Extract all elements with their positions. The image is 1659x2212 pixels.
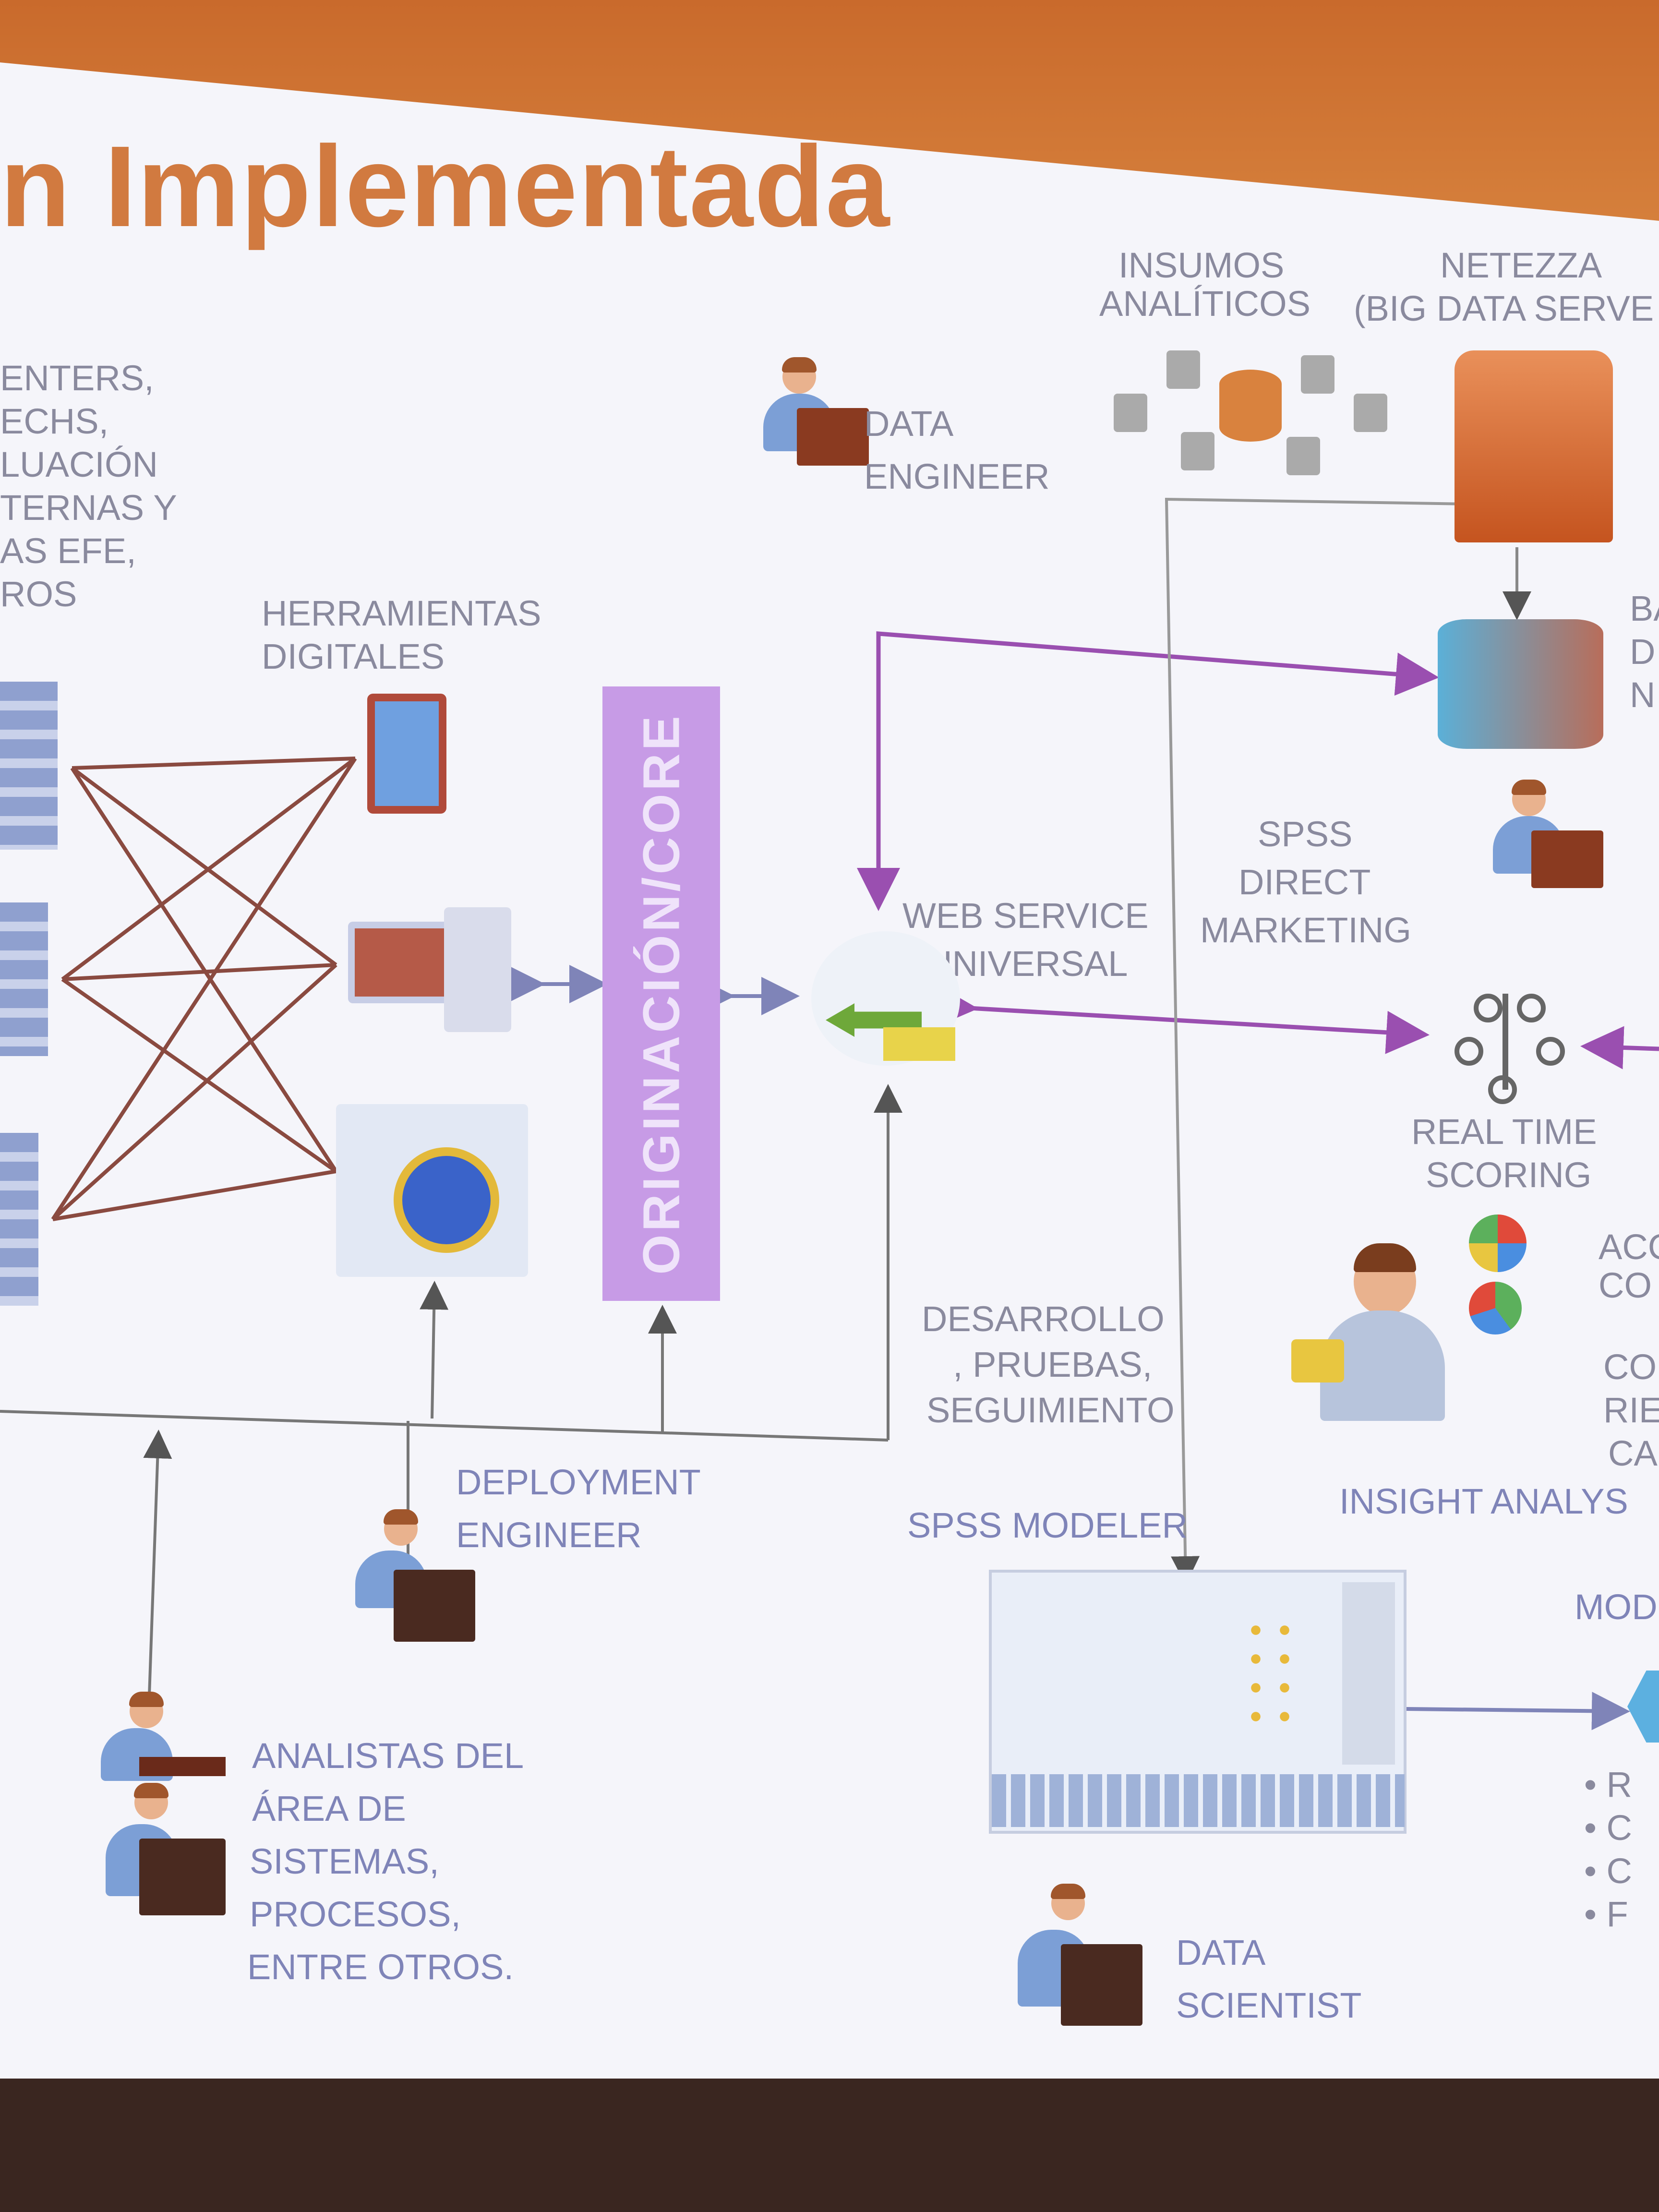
building-icon xyxy=(0,902,48,1056)
spss-direct-label-1: SPSS xyxy=(1258,814,1353,854)
left-list-line-1: ENTERS, xyxy=(0,358,154,398)
insight-analyst-label: INSIGHT ANALYS xyxy=(1339,1481,1628,1521)
insumos-label-2: ANALÍTICOS xyxy=(1099,284,1310,324)
real-time-label-2: SCORING xyxy=(1426,1155,1592,1195)
analista-person-icon xyxy=(67,1783,240,1930)
originacion-core-label: ORIGINACIÓN/CORE xyxy=(632,712,691,1275)
herramientas-label-1: HERRAMIENTAS xyxy=(262,593,541,633)
internet-explorer-icon xyxy=(336,1104,528,1277)
analista-person-icon xyxy=(67,1692,226,1786)
web-service-icon xyxy=(811,931,960,1066)
insumos-label-1: INSUMOS xyxy=(1118,245,1285,285)
building-icon xyxy=(0,1133,38,1306)
co-label-1: CO xyxy=(1603,1347,1657,1387)
analistas-label-3: SISTEMAS, xyxy=(250,1841,439,1881)
co-label-2: RIE xyxy=(1603,1390,1659,1430)
scoring-nodes-icon xyxy=(1445,984,1570,1104)
data-engineer-icon xyxy=(739,355,869,480)
acc-label-2: CO xyxy=(1599,1265,1652,1305)
analistas-label-2: ÁREA DE xyxy=(252,1789,406,1828)
desarrollo-label-1: DESARROLLO xyxy=(922,1299,1165,1339)
netezza-label-2: (BIG DATA SERVE xyxy=(1354,289,1654,328)
web-service-label-1: WEB SERVICE xyxy=(902,896,1149,936)
network-nodes-icon xyxy=(1094,336,1402,490)
co-label-3: CA xyxy=(1608,1433,1658,1473)
left-list-line-3: LUACIÓN xyxy=(0,445,158,484)
spss-modeler-label: SPSS MODELER xyxy=(907,1505,1188,1545)
deployment-engineer-icon xyxy=(326,1503,480,1656)
analistas-label-5: ENTRE OTROS. xyxy=(247,1947,514,1987)
base-label-1: BA xyxy=(1630,589,1659,628)
background-bottom xyxy=(0,2079,1659,2212)
data-scientist-label-2: SCIENTIST xyxy=(1176,1985,1362,2025)
insight-analyst-icon xyxy=(1291,1210,1560,1440)
spss-direct-label-2: DIRECT xyxy=(1238,862,1371,902)
mod-label: MOD xyxy=(1575,1587,1658,1627)
web-service-label-2: UNIVERSAL xyxy=(926,944,1128,984)
deployment-label-2: ENGINEER xyxy=(456,1515,642,1555)
modeler-screenshot xyxy=(989,1570,1407,1834)
left-list-line-6: ROS xyxy=(0,574,77,614)
database-icon xyxy=(1438,619,1603,749)
analistas-label-1: ANALISTAS DEL xyxy=(252,1736,524,1776)
real-time-label-1: REAL TIME xyxy=(1411,1112,1597,1152)
originacion-core-bar xyxy=(602,686,720,1301)
bullet-4: • F xyxy=(1584,1894,1628,1934)
desktop-tower-icon xyxy=(444,907,511,1032)
bullet-3: • C xyxy=(1584,1851,1632,1891)
data-scientist-icon xyxy=(989,1882,1147,2035)
left-list-line-5: AS EFE, xyxy=(0,531,136,571)
data-engineer-label-1: DATA xyxy=(864,404,954,444)
left-list-line-4: TERNAS Y xyxy=(0,488,177,528)
bullet-1: • R xyxy=(1584,1765,1632,1804)
bullet-2: • C xyxy=(1584,1808,1632,1848)
data-scientist-label-1: DATA xyxy=(1176,1933,1266,1972)
netezza-database-icon xyxy=(1455,350,1613,542)
building-icon xyxy=(0,682,58,850)
analyst-person-icon xyxy=(1469,778,1608,902)
tablet-icon xyxy=(367,694,446,814)
analistas-label-4: PROCESOS, xyxy=(250,1894,461,1934)
desktop-computer-icon xyxy=(348,922,458,1003)
page-title: n Implementada xyxy=(0,122,891,251)
spss-direct-label-3: MARKETING xyxy=(1200,910,1411,950)
data-engineer-label-2: ENGINEER xyxy=(864,457,1050,496)
desarrollo-label-3: SEGUIMIENTO xyxy=(926,1390,1175,1430)
acc-label-1: ACC xyxy=(1599,1227,1659,1267)
desarrollo-label-2: , PRUEBAS, xyxy=(953,1345,1153,1384)
base-label-2: D xyxy=(1630,632,1656,672)
deployment-label-1: DEPLOYMENT xyxy=(456,1462,701,1502)
netezza-label-1: NETEZZA xyxy=(1440,245,1602,285)
left-list-line-2: ECHS, xyxy=(0,401,109,441)
base-label-3: N xyxy=(1630,675,1656,715)
herramientas-label-2: DIGITALES xyxy=(262,637,445,676)
